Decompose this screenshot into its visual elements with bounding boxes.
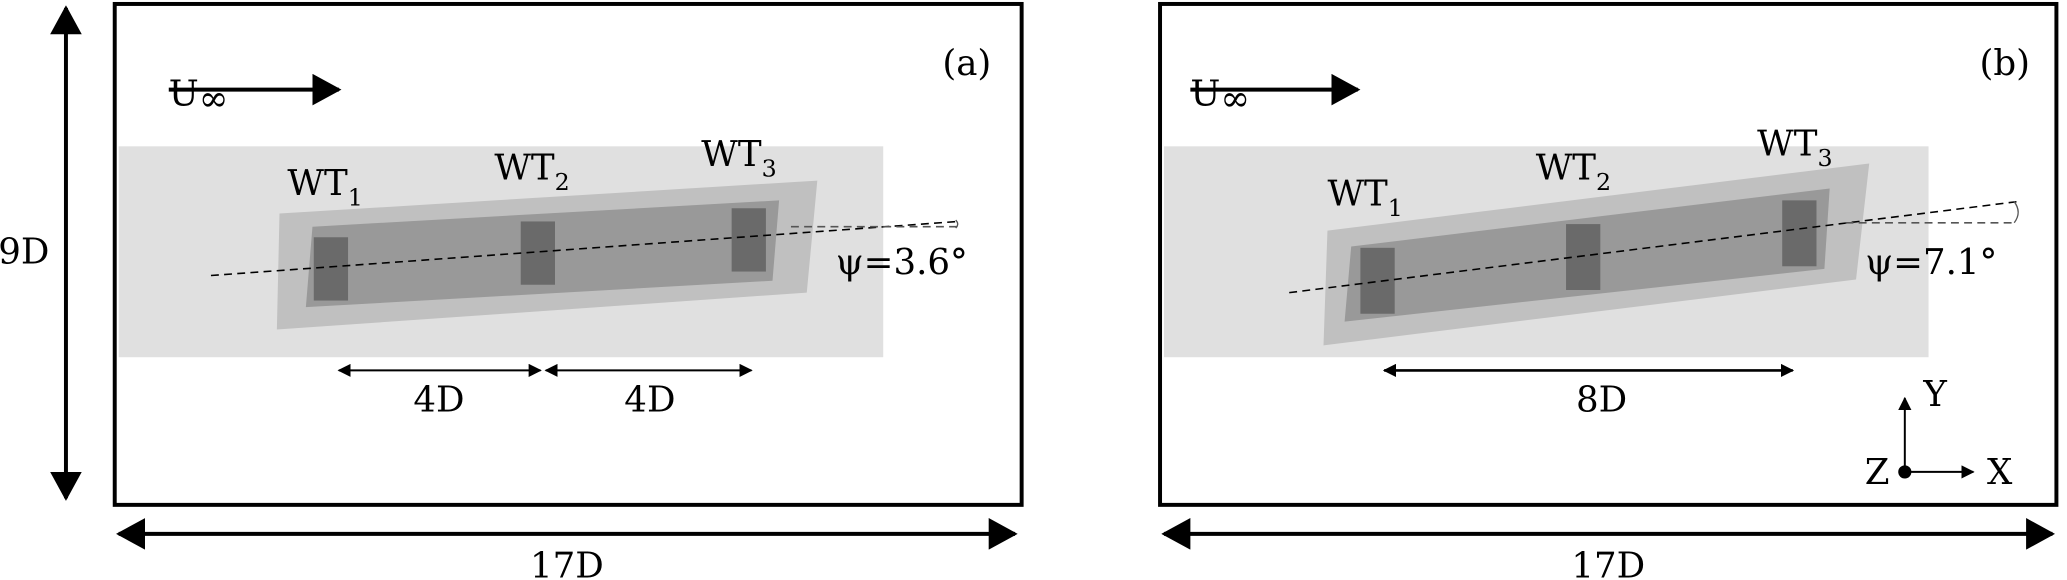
turbine-label-wt1: WT1 [287, 163, 362, 212]
alignment-line [210, 220, 959, 277]
turbine-wt2 [1566, 224, 1601, 290]
spacing-label-2: 4D [624, 379, 675, 420]
angle-label: ψ=3.6° [836, 242, 968, 283]
panel-tag: (b) [1979, 43, 2030, 84]
turbine-label-wt3: WT3 [1757, 124, 1832, 173]
panel-tag: (a) [942, 43, 991, 84]
turbine-wt1 [1360, 247, 1395, 314]
angle-arc [2013, 201, 2019, 224]
turbine-label-wt2: WT2 [1536, 147, 1611, 196]
turbine-wt2 [520, 221, 555, 285]
width-label: 17D [1571, 545, 1645, 580]
z-axis-label: Z [1865, 452, 1890, 493]
z-axis-dot-icon [1898, 465, 1912, 479]
freestream-label: U∞ [169, 73, 229, 119]
spacing-label: 8D [1576, 379, 1627, 420]
panel-a: 9D U∞ (a) ψ=3.6° WT1 WT2 WT3 4D 4D 17D [0, 1, 1024, 580]
panel-b: U∞ (b) ψ=7.1° WT1 WT2 WT3 8D Y X Z 17D [1158, 1, 2059, 580]
angle-label: ψ=7.1° [1865, 242, 1997, 283]
y-axis-label: Y [1922, 374, 1947, 415]
height-label: 9D [0, 232, 49, 273]
coordinate-axes: Y X Z [1865, 374, 2013, 493]
x-axis-label: X [1987, 452, 2013, 493]
angle-arc [955, 219, 959, 229]
turbine-label-wt2: WT2 [494, 147, 569, 196]
turbine-wt3 [1782, 200, 1817, 267]
turbine-label-wt1: WT1 [1327, 174, 1402, 223]
spacing-label-1: 4D [413, 379, 464, 420]
freestream-label: U∞ [1190, 73, 1250, 119]
alignment-line [1289, 200, 2017, 294]
turbine-label-wt3: WT3 [701, 134, 776, 183]
turbine-wt1 [313, 237, 349, 301]
turbine-wt3 [731, 208, 766, 272]
width-label: 17D [530, 545, 604, 580]
